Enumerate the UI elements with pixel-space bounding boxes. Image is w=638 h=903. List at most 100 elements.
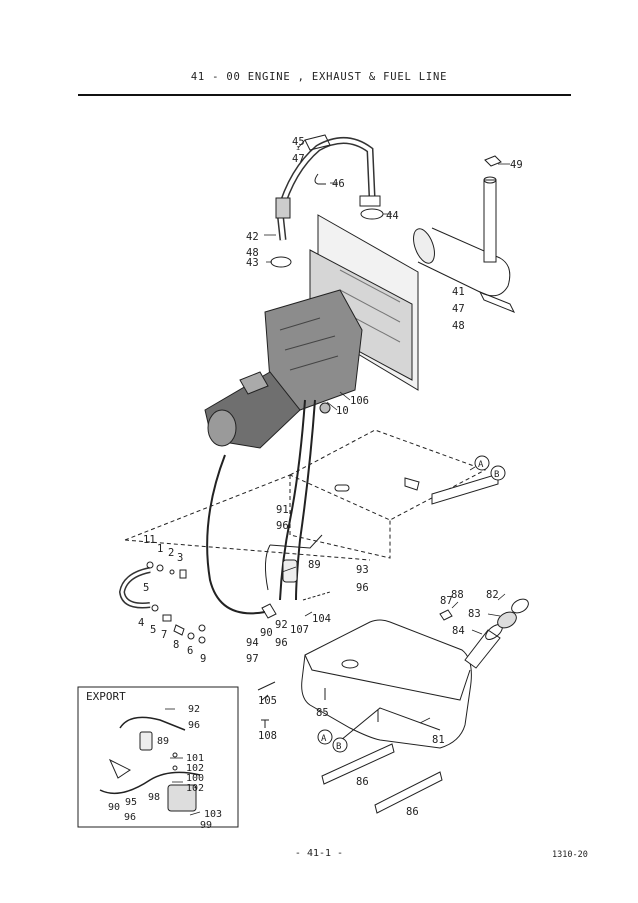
callout-81: 81	[432, 734, 445, 746]
callout-10: 10	[336, 405, 349, 417]
callout-87: 87	[440, 595, 453, 607]
callout-91: 91	[276, 504, 289, 516]
export-callout-101: 101	[186, 753, 204, 764]
callout-96a: 96	[276, 520, 289, 532]
export-callout-99: 99	[200, 820, 212, 831]
callout-11: 11	[143, 534, 156, 546]
callout-44: 44	[386, 210, 399, 222]
callout-82: 82	[486, 589, 499, 601]
callout-94: 94	[246, 637, 259, 649]
export-title: EXPORT	[86, 690, 126, 703]
callout-97: 97	[246, 653, 259, 665]
callout-dash-45: ı	[296, 144, 300, 152]
export-callout-100: 100	[186, 773, 204, 784]
callout-1: 1	[157, 543, 163, 555]
tank-bracket	[404, 477, 420, 491]
tank-cap	[334, 484, 350, 492]
callout-6: 6	[187, 645, 193, 657]
callout-90: 90	[260, 627, 273, 639]
bolt-108	[261, 719, 269, 728]
callout-96b: 96	[356, 582, 369, 594]
pad-86-right	[374, 771, 443, 814]
filler-neck-84	[464, 624, 503, 669]
callout-41: 41	[452, 286, 465, 298]
tank-pad-upper	[431, 473, 499, 505]
callout-45: 45	[292, 136, 305, 148]
callout-88: 88	[451, 589, 464, 601]
callout-8: 8	[173, 639, 179, 651]
callout-46: 46	[332, 178, 345, 190]
page-title: 41 - 00 ENGINE , EXHAUST & FUEL LINE	[190, 71, 448, 83]
callout-86a: 86	[356, 776, 369, 788]
gasket-44	[360, 208, 384, 220]
export-callout-96b: 96	[124, 812, 136, 823]
callout-104: 104	[312, 613, 331, 625]
document-code: 1310-20	[552, 850, 588, 860]
export-callout-89: 89	[157, 736, 169, 747]
gasket-43	[270, 256, 292, 268]
export-inset-box	[77, 686, 239, 828]
export-callout-102a: 102	[186, 763, 204, 774]
callout-3: 3	[177, 552, 183, 564]
export-callout-90: 90	[108, 802, 120, 813]
callout-96c: 96	[275, 637, 288, 649]
callout-9: 9	[200, 653, 206, 665]
fuel-filter-89	[269, 534, 323, 583]
export-callout-96: 96	[188, 720, 200, 731]
muffler	[413, 176, 516, 313]
clamp-49	[484, 155, 502, 167]
callout-47b: 47	[452, 303, 465, 315]
filler-cap-82-83	[439, 598, 529, 629]
marker-B-lower	[332, 737, 348, 753]
export-callout-98: 98	[148, 792, 160, 803]
tank-outline-dashed	[124, 429, 487, 561]
callout-5: 5	[143, 582, 149, 594]
callout-49: 49	[510, 159, 523, 171]
radiator-panel	[309, 214, 419, 391]
callout-A: A	[478, 460, 484, 470]
callout-89: 89	[308, 559, 321, 571]
callout-105: 105	[258, 695, 277, 707]
export-callout-103: 103	[204, 809, 222, 820]
callout-92: 92	[275, 619, 288, 631]
callout-93: 93	[356, 564, 369, 576]
fuel-tank-81	[301, 619, 472, 749]
pad-86-left	[321, 743, 395, 785]
callout-107: 107	[290, 624, 309, 636]
callout-86b: 86	[406, 806, 419, 818]
export-callout-92: 92	[188, 704, 200, 715]
bolt-105	[257, 681, 276, 701]
bolt-46	[314, 173, 326, 185]
callout-47: 47	[292, 153, 305, 165]
callout-108: 108	[258, 730, 277, 742]
callout-42: 42	[246, 231, 259, 243]
callout-B: B	[494, 470, 499, 480]
export-callout-102b: 102	[186, 783, 204, 794]
page-number: - 41-1 -	[294, 848, 344, 859]
clip-104	[302, 591, 331, 601]
callout-84: 84	[452, 625, 465, 637]
callout-48: 48	[246, 247, 259, 259]
export-fuel-line	[99, 716, 201, 812]
callout-4: 4	[138, 617, 144, 629]
exhaust-clamp-45	[304, 134, 331, 151]
callout-85: 85	[316, 707, 329, 719]
callout-B2: B	[336, 742, 341, 752]
callout-5b: 5	[150, 624, 156, 636]
callout-106: 106	[350, 395, 369, 407]
callout-83: 83	[468, 608, 481, 620]
marker-A-lower	[317, 729, 333, 745]
callout-2: 2	[168, 547, 174, 559]
fuel-hoses	[206, 399, 316, 615]
hose-fitting-parts	[118, 561, 277, 644]
marker-A-upper	[474, 455, 490, 471]
callout-48b: 48	[452, 320, 465, 332]
callout-43: 43	[246, 257, 259, 269]
engine-assembly	[204, 289, 363, 449]
marker-B-upper	[490, 465, 506, 481]
callout-A2: A	[321, 734, 327, 744]
callout-7: 7	[161, 629, 167, 641]
title-rule	[78, 94, 571, 96]
